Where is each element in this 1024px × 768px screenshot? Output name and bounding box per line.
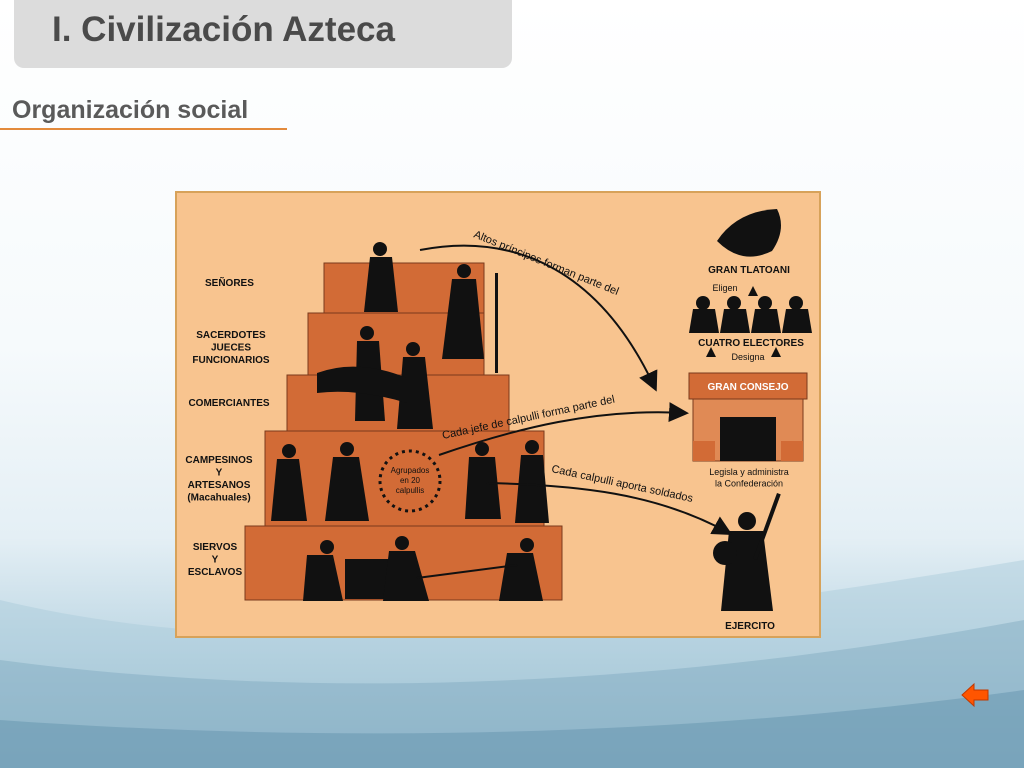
- arrow-soldiers: [486, 482, 733, 535]
- back-button[interactable]: [960, 682, 990, 708]
- label-ejercito: EJERCITO: [725, 621, 775, 632]
- serf-figures: [303, 536, 543, 601]
- label-gran-tlatoani: GRAN TLATOANI: [708, 265, 790, 276]
- arrow-text-soldiers: Cada calpulli aporta soldados: [550, 463, 694, 505]
- warrior-figure: [713, 493, 781, 611]
- lord-figure: [364, 242, 398, 312]
- subtitle-underline: [0, 128, 287, 130]
- label-designa: Designa: [731, 352, 764, 362]
- tier-label-comerciantes: COMERCIANTES: [188, 398, 269, 409]
- arrow-princes: [419, 244, 658, 392]
- arrow-text-princes: Altos príncipes forman parte del: [472, 229, 620, 298]
- tier-label-senores: SEÑORES: [205, 276, 254, 289]
- label-gran-consejo: GRAN CONSEJO: [707, 382, 788, 393]
- tlatoani-headdress: [717, 209, 781, 257]
- priest-figures: [317, 326, 433, 429]
- peasant-figures: [271, 440, 549, 523]
- label-cuatro-electores: CUATRO ELECTORES: [698, 338, 804, 349]
- council-building: [688, 372, 808, 462]
- arrow-calpulli-chief: [438, 402, 689, 456]
- noble-figure: [442, 264, 498, 373]
- title-banner: I. Civilización Azteca: [14, 0, 512, 68]
- small-up-arrows: [706, 286, 781, 357]
- elector-figures: [689, 296, 812, 333]
- slide-title: I. Civilización Azteca: [52, 10, 395, 49]
- arrow-left-icon: [961, 682, 989, 708]
- slide-subtitle: Organización social: [12, 96, 249, 124]
- figure-silhouettes: [271, 209, 812, 611]
- label-eligen: Eligen: [712, 283, 737, 293]
- calpulli-ring: [378, 449, 442, 513]
